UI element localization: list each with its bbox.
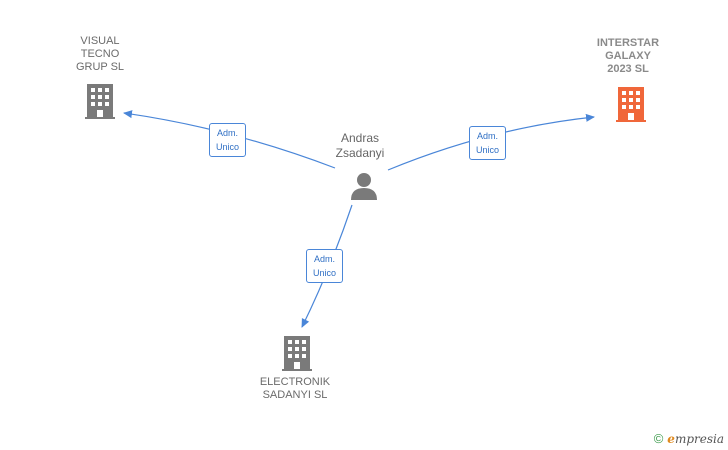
node-label-person[interactable]: Andras Zsadanyi xyxy=(335,131,385,160)
building-icon-electronik xyxy=(282,336,312,371)
edge-label-to-interstar: Adm. Unico xyxy=(469,126,507,160)
edge-label-to-visual: Adm. Unico xyxy=(209,123,247,157)
node-label-visual[interactable]: VISUAL TECNO GRUP SL xyxy=(75,35,125,73)
building-icon-visual xyxy=(85,84,115,119)
node-label-electronik[interactable]: ELECTRONIK SADANYI SL xyxy=(259,376,331,401)
person-icon xyxy=(351,173,377,200)
copyright-icon: © xyxy=(653,431,664,446)
empresia-logo: empresia xyxy=(667,431,724,446)
node-label-interstar[interactable]: INTERSTAR GALAXY 2023 SL xyxy=(596,37,660,75)
edge-label-to-electronik: Adm. Unico xyxy=(306,249,344,283)
empresia-watermark: © empresia xyxy=(654,431,724,446)
building-icon-interstar xyxy=(616,87,646,122)
